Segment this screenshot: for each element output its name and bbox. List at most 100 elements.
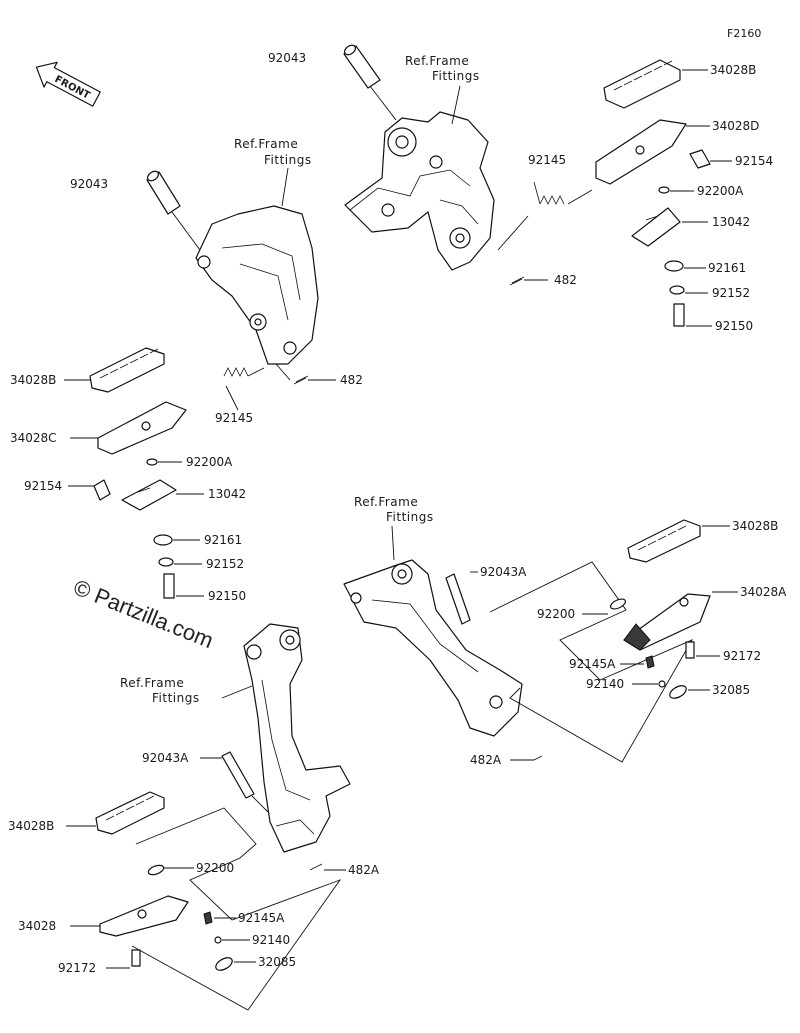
- bracket-front-right: [344, 111, 495, 271]
- ball-92140-rear-right: [632, 680, 666, 688]
- label-92154-top: 92154: [735, 154, 773, 168]
- ref-label-left-line1: Ref.Frame: [234, 137, 298, 151]
- label-92161-top: 92161: [708, 261, 746, 275]
- watermark: © Partzilla.com: [70, 574, 217, 653]
- pin-92043A-left: [200, 751, 269, 813]
- label-32085-rear-right: 32085: [712, 683, 750, 697]
- pin-guide-box-right: [489, 561, 694, 763]
- label-92043-top: 92043: [268, 51, 306, 65]
- pin-92043-top: [343, 44, 397, 121]
- label-34028C: 34028C: [10, 431, 57, 445]
- washer-92200A-right: [658, 186, 694, 194]
- plate-32085-rear-left: [215, 957, 256, 971]
- label-34028-rear-left: 34028: [18, 919, 56, 933]
- footpeg-34028A-rear-right: [623, 591, 738, 651]
- label-92145-left: 92145: [215, 411, 253, 425]
- bolt-92172-rear-right: [685, 641, 720, 659]
- label-92172-rear-left: 92172: [58, 961, 96, 975]
- label-92145A-rear-right: 92145A: [569, 657, 616, 671]
- collar-92161-right: [664, 260, 706, 272]
- label-92200A-top: 92200A: [697, 184, 744, 198]
- front-arrow-icon: FRONT: [35, 61, 101, 107]
- label-92043A-rear-right: 92043A: [480, 565, 527, 579]
- ref-leader-top: [451, 85, 461, 125]
- label-482-top: 482: [554, 273, 577, 287]
- label-92145-top: 92145: [528, 153, 566, 167]
- washer-92200A-left: [146, 458, 182, 466]
- rear-left-bracket-group: [66, 623, 351, 1011]
- ref-label-top-line2: Fittings: [432, 69, 480, 83]
- label-92172-rear-right: 92172: [723, 649, 761, 663]
- washer-92200-rear-left: [147, 864, 194, 876]
- label-34028B-rear-right: 34028B: [732, 519, 778, 533]
- ref-leader-left: [281, 167, 289, 207]
- bracket-front-left: [195, 205, 319, 365]
- label-34028A: 34028A: [740, 585, 787, 599]
- label-92161-left: 92161: [204, 533, 242, 547]
- front-left-bracket-group: [64, 170, 336, 599]
- ring-482-right: [497, 215, 548, 286]
- bolt-92150-left: [163, 573, 204, 599]
- rear-right-bracket-group: [343, 519, 738, 763]
- label-34028B-rear-left: 34028B: [8, 819, 54, 833]
- label-92200A-left: 92200A: [186, 455, 233, 469]
- footpeg-rubber-34028B-left: [64, 347, 165, 393]
- label-92150-left: 92150: [208, 589, 246, 603]
- label-482A-rear-right: 482A: [470, 753, 502, 767]
- label-92152-left: 92152: [206, 557, 244, 571]
- footpeg-rubber-34028B-rear-left: [66, 791, 165, 835]
- collar-92161-left: [153, 534, 200, 546]
- label-92043-left: 92043: [70, 177, 108, 191]
- ref-label-rear-left-line1: Ref.Frame: [120, 676, 184, 690]
- plate-32085-rear-right: [669, 685, 710, 699]
- footpeg-34028C-left: [70, 401, 187, 455]
- label-92140-rear-left: 92140: [252, 933, 290, 947]
- spring-92145A-rear-right: [620, 655, 655, 669]
- ref-label-left-line2: Fittings: [264, 153, 312, 167]
- bracket-rear-right: [343, 559, 523, 737]
- label-34028B-top: 34028B: [710, 63, 756, 77]
- label-482-left: 482: [340, 373, 363, 387]
- label-13042-left: 13042: [208, 487, 246, 501]
- figure-code: F2160: [727, 27, 761, 40]
- pin-92043A-right: [445, 571, 478, 625]
- spring-92145-right: [533, 181, 593, 205]
- ref-leader-rear-right: [391, 525, 395, 561]
- label-92043A-rear-left: 92043A: [142, 751, 189, 765]
- ball-92140-rear-left: [214, 936, 250, 944]
- label-92200-rear-left: 92200: [196, 861, 234, 875]
- collar-92152-right: [669, 285, 708, 295]
- label-482A-rear-left: 482A: [348, 863, 380, 877]
- spring-92145-left: [223, 367, 265, 411]
- bracket-rear-left: [243, 623, 351, 853]
- washer-92200-rear-right: [582, 598, 627, 615]
- footpeg-rubber-34028B-rear-right: [627, 519, 730, 563]
- label-13042-top: 13042: [712, 215, 750, 229]
- label-34028D: 34028D: [712, 119, 759, 133]
- spring-92145A-rear-left: [203, 911, 236, 925]
- label-92154-left: 92154: [24, 479, 62, 493]
- holder-13042-left: [121, 479, 204, 511]
- front-right-bracket-group: [343, 44, 732, 327]
- collar-92152-left: [158, 557, 202, 567]
- footpeg-rubber-34028B-right: [603, 59, 708, 109]
- label-32085-rear-left: 32085: [258, 955, 296, 969]
- pin-guide-box-left: [131, 807, 342, 1011]
- label-92145A-rear-left: 92145A: [238, 911, 285, 925]
- footpeg-34028D-right: [595, 119, 710, 185]
- label-92200-rear-right: 92200: [537, 607, 575, 621]
- ref-label-rear-right-line2: Fittings: [386, 510, 434, 524]
- label-92150-top: 92150: [715, 319, 753, 333]
- label-34028B-left: 34028B: [10, 373, 56, 387]
- ref-label-rear-right-line1: Ref.Frame: [354, 495, 418, 509]
- bolt-92154-left: [68, 479, 111, 501]
- ref-leader-rear-left: [221, 685, 253, 699]
- holder-13042-right: [631, 207, 708, 247]
- bolt-92150-right: [673, 303, 712, 327]
- label-92152-top: 92152: [712, 286, 750, 300]
- footpeg-34028-rear-left: [70, 895, 189, 937]
- label-92140-rear-right: 92140: [586, 677, 624, 691]
- ring-482A-left: [309, 863, 346, 871]
- ring-482-left: [275, 363, 336, 385]
